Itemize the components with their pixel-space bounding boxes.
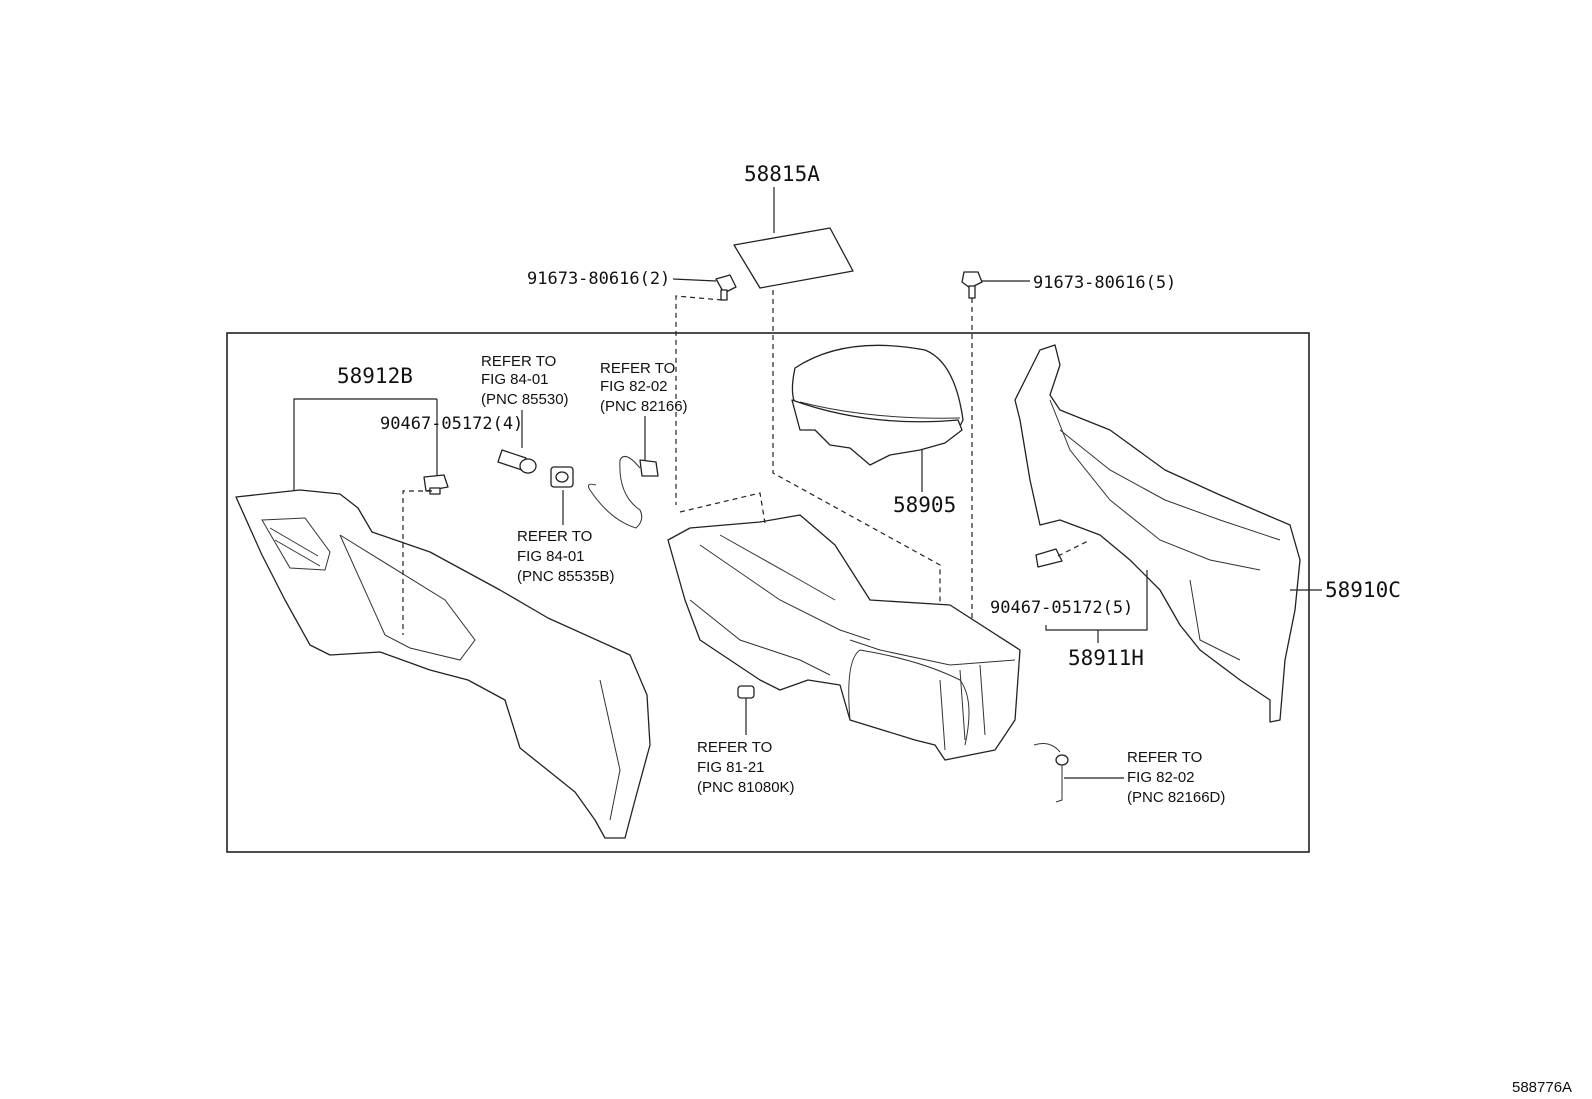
bolt-right-icon[interactable] bbox=[961, 271, 983, 299]
label-58912B: 58912B bbox=[337, 364, 413, 388]
bolt-left-icon[interactable] bbox=[715, 274, 737, 301]
side-panel-right-58910C[interactable] bbox=[1014, 344, 1301, 723]
svg-text:(PNC 81080K): (PNC 81080K) bbox=[697, 779, 795, 796]
ref-85535B: REFER TO FIG 84-01 (PNC 85535B) bbox=[517, 528, 615, 585]
harness-82166-icon[interactable] bbox=[588, 455, 659, 529]
socket-85530-icon[interactable] bbox=[497, 449, 537, 474]
label-clip-left: 90467-05172(4) bbox=[380, 414, 523, 434]
pad-58815A[interactable] bbox=[733, 227, 854, 289]
label-bolt-right: 91673-80616(5) bbox=[1033, 273, 1176, 293]
figure-id: 588776A bbox=[1512, 1079, 1572, 1096]
svg-text:REFER TO: REFER TO bbox=[481, 353, 556, 370]
ref-82166: REFER TO FIG 82-02 (PNC 82166) bbox=[600, 360, 688, 415]
clip-right-icon[interactable] bbox=[1035, 548, 1063, 568]
label-58911H: 58911H bbox=[1068, 646, 1144, 670]
svg-text:REFER TO: REFER TO bbox=[517, 528, 592, 545]
svg-text:(PNC 82166D): (PNC 82166D) bbox=[1127, 789, 1225, 806]
assembly-frame bbox=[226, 332, 1310, 853]
label-clip-right: 90467-05172(5) bbox=[990, 598, 1133, 618]
label-bolt-left: 91673-80616(2) bbox=[527, 269, 670, 289]
ref-82166D: REFER TO FIG 82-02 (PNC 82166D) bbox=[1127, 749, 1225, 806]
label-58910C: 58910C bbox=[1325, 578, 1401, 602]
svg-text:REFER TO: REFER TO bbox=[600, 360, 675, 377]
svg-text:REFER TO: REFER TO bbox=[697, 739, 772, 756]
socket-85535B-icon[interactable] bbox=[550, 466, 574, 488]
svg-text:FIG 84-01: FIG 84-01 bbox=[517, 548, 585, 565]
armrest-lid-58905[interactable] bbox=[791, 344, 964, 466]
svg-text:(PNC 82166): (PNC 82166) bbox=[600, 398, 688, 415]
side-panel-left-58912B[interactable] bbox=[235, 489, 651, 839]
ref-81080K: REFER TO FIG 81-21 (PNC 81080K) bbox=[697, 739, 795, 796]
console-body[interactable] bbox=[667, 514, 1021, 761]
ref-85530: REFER TO FIG 84-01 (PNC 85530) bbox=[481, 353, 569, 408]
svg-text:FIG 82-02: FIG 82-02 bbox=[600, 378, 668, 395]
svg-text:FIG 84-01: FIG 84-01 bbox=[481, 371, 549, 388]
svg-text:(PNC 85530): (PNC 85530) bbox=[481, 391, 569, 408]
svg-text:FIG 82-02: FIG 82-02 bbox=[1127, 769, 1195, 786]
label-58905: 58905 bbox=[893, 493, 956, 517]
label-58815A: 58815A bbox=[744, 162, 820, 186]
harness-82166D-icon[interactable] bbox=[1033, 743, 1069, 803]
clip-left-icon[interactable] bbox=[423, 474, 449, 495]
svg-text:(PNC 85535B): (PNC 85535B) bbox=[517, 568, 615, 585]
bulb-81080K-icon[interactable] bbox=[737, 685, 755, 699]
svg-text:FIG 81-21: FIG 81-21 bbox=[697, 759, 765, 776]
svg-text:REFER TO: REFER TO bbox=[1127, 749, 1202, 766]
